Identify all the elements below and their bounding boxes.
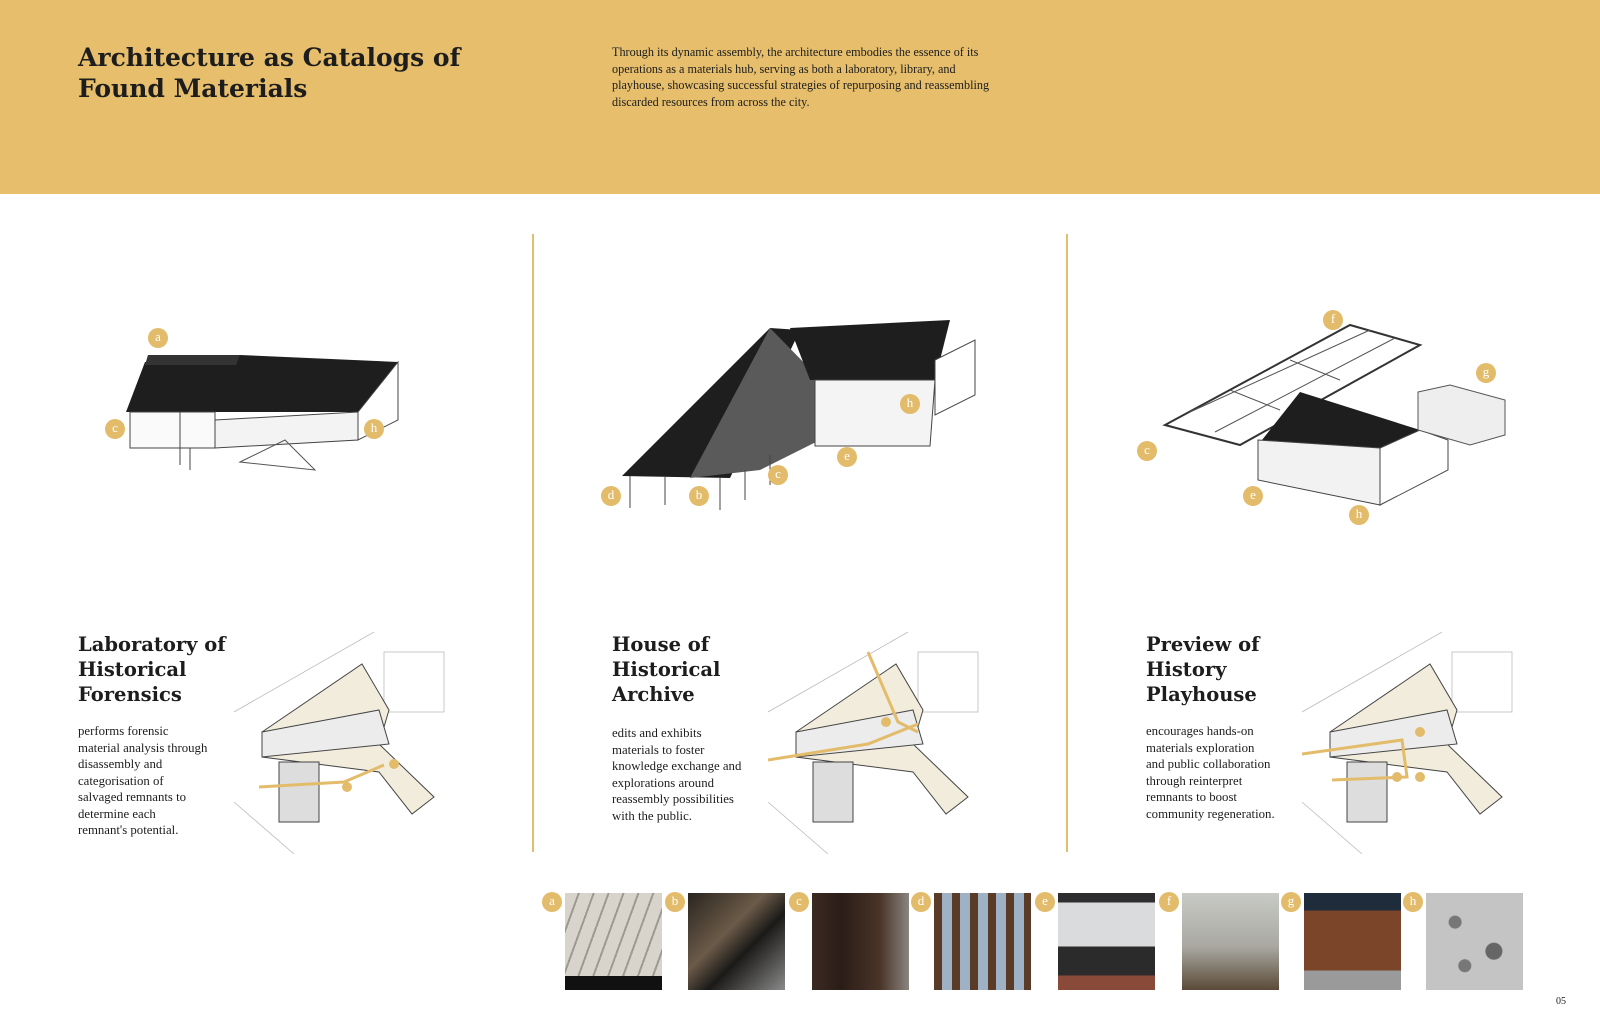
window-frames-photo: [1182, 893, 1279, 990]
column-divider: [532, 234, 534, 852]
column-divider: [1066, 234, 1068, 852]
timber-truss-photo: [688, 893, 785, 990]
marker-h: h: [900, 394, 920, 414]
corrugated-metal-roof-photo: [565, 893, 662, 990]
section-body-playhouse: encourages hands-on materials exploratio…: [1146, 724, 1275, 821]
marker-e: e: [837, 447, 857, 467]
material-label-h: h: [1403, 892, 1423, 912]
site-plan-archive: [768, 632, 979, 854]
marker-a: a: [148, 328, 168, 348]
page-number: 05: [1556, 996, 1566, 1007]
material-label-g: g: [1281, 892, 1301, 912]
site-plan-laboratory: [234, 632, 445, 854]
material-label-b: b: [665, 892, 685, 912]
section-title-archive: House of Historical Archive: [612, 633, 721, 706]
section-title-laboratory: Laboratory of Historical Forensics: [78, 633, 226, 706]
page-title: Architecture as Catalogs of Found Materi…: [78, 43, 461, 103]
section-body-laboratory: performs forensic material analysis thro…: [78, 724, 208, 837]
header-band: [0, 0, 1600, 194]
archive-axonometric: [622, 320, 976, 510]
marker-d: d: [601, 486, 621, 506]
material-label-a: a: [542, 892, 562, 912]
wood-panel-photo: [1304, 893, 1401, 990]
material-label-e: e: [1035, 892, 1055, 912]
terrazzo-photo: [1426, 893, 1523, 990]
intro-paragraph: Through its dynamic assembly, the archit…: [612, 45, 990, 109]
wooden-cabinet-photo: [812, 893, 909, 990]
marker-h: h: [364, 419, 384, 439]
marker-c: c: [768, 465, 788, 485]
section-body-archive: edits and exhibits materials to foster k…: [612, 726, 742, 823]
site-plan-playhouse: [1302, 632, 1513, 854]
marker-h: h: [1349, 505, 1369, 525]
marker-g: g: [1476, 363, 1496, 383]
material-label-c: c: [789, 892, 809, 912]
material-label-d: d: [911, 892, 931, 912]
patterned-glass-door-photo: [934, 893, 1031, 990]
marker-c: c: [1137, 441, 1157, 461]
laboratory-axonometric: [126, 355, 399, 471]
marker-b: b: [689, 486, 709, 506]
material-label-f: f: [1159, 892, 1179, 912]
playhouse-axonometric: [1162, 323, 1506, 506]
marker-f: f: [1323, 310, 1343, 330]
marker-e: e: [1243, 486, 1263, 506]
marker-c: c: [105, 419, 125, 439]
wooden-window-photo: [1058, 893, 1155, 990]
section-title-playhouse: Preview of History Playhouse: [1146, 633, 1260, 706]
